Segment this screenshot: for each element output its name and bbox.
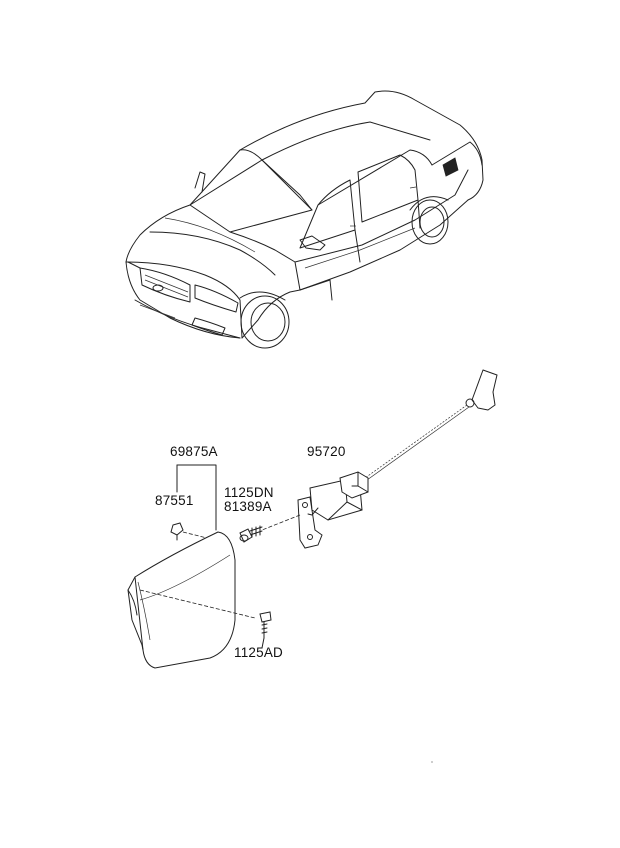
label-87551: 87551: [155, 493, 194, 508]
actuator-assembly: [261, 471, 369, 549]
release-cable: [364, 369, 498, 481]
label-81389a: 81389A: [224, 499, 272, 514]
label-1125ad: 1125AD: [234, 645, 283, 660]
fuel-door: [127, 464, 256, 669]
label-1125dn: 1125DN: [224, 485, 274, 500]
label-69875a: 69875A: [170, 444, 218, 459]
screw-1125ad: [259, 611, 272, 649]
bolt-1125dn: [239, 525, 263, 543]
speck: [431, 761, 433, 763]
car-illustration: [125, 90, 484, 349]
label-95720: 95720: [307, 444, 346, 459]
